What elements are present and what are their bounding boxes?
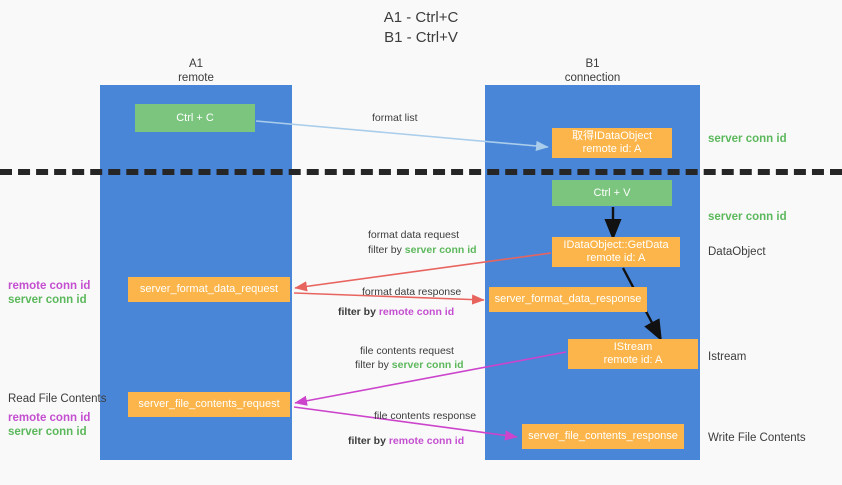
title-line-2: B1 - Ctrl+V	[384, 29, 458, 46]
edge-filter-format-data-request: filter by server conn id	[368, 243, 477, 257]
right-label-server-conn-id-2: server conn id	[708, 210, 787, 224]
right-label-istream: Istream	[708, 350, 746, 364]
node-idataobject-line2: remote id: A	[582, 143, 642, 155]
column-b1-sub: connection	[564, 72, 621, 84]
node-server-format-data-request[interactable]: server_format_data_request	[128, 277, 290, 302]
column-a1-sub: remote	[178, 72, 214, 84]
right-label-istream-text: Istream	[708, 351, 747, 363]
arrow-file-contents-request	[294, 351, 567, 406]
arrow-file-contents-response	[293, 406, 518, 441]
left-label-conn-ids-1: remote conn id server conn id	[8, 279, 90, 307]
left-label-remote-conn-id-1: remote conn id	[8, 280, 91, 292]
left-label-read-file-contents-text: Read File Contents	[8, 393, 107, 405]
node-getdata-line1: IDataObject::GetData	[563, 239, 669, 251]
edge-filter-format-data-response: filter by remote conn id	[338, 305, 454, 319]
edge-filter-value-4: remote conn id	[388, 435, 465, 447]
node-ctrl-c-label: Ctrl + C	[176, 111, 214, 124]
edge-label-format-data-request-text: format data request	[368, 229, 460, 241]
node-server-file-contents-response-label: server_file_contents_response	[528, 430, 678, 442]
node-server-file-contents-request-label: server_file_contents_request	[138, 398, 280, 410]
right-label-dataobject-text: DataObject	[708, 246, 766, 258]
edge-filter-file-contents-request: filter by server conn id	[355, 358, 464, 372]
diagram-title: A1 - Ctrl+C B1 - Ctrl+V	[0, 8, 842, 48]
left-label-server-conn-id-1: server conn id	[8, 294, 87, 306]
edge-label-file-contents-request: file contents request	[360, 344, 454, 358]
edge-filter-prefix-3: filter by	[355, 359, 392, 371]
edge-label-format-data-response-text: format data response	[362, 286, 462, 298]
phase-divider	[0, 169, 842, 175]
right-label-server-conn-id-2-text: server conn id	[708, 211, 787, 223]
edge-filter-value-1: server conn id	[404, 244, 477, 256]
edge-label-format-list: format list	[372, 111, 418, 125]
node-idataobject[interactable]: 取得IDataObject remote id: A	[552, 128, 672, 158]
left-label-conn-ids-2: remote conn id server conn id	[8, 411, 90, 439]
arrow-format-data-request	[294, 252, 552, 292]
left-label-read-file-contents: Read File Contents	[8, 392, 106, 406]
column-b1-name: B1	[585, 58, 600, 70]
node-ctrl-c[interactable]: Ctrl + C	[135, 104, 255, 132]
title-line-1: A1 - Ctrl+C	[383, 9, 459, 26]
edge-label-format-list-text: format list	[372, 112, 418, 124]
node-ctrl-v-label: Ctrl + V	[593, 186, 631, 199]
edge-filter-file-contents-response: filter by remote conn id	[348, 434, 464, 448]
column-a1-name: A1	[188, 58, 204, 70]
node-getdata-line2: remote id: A	[586, 252, 646, 264]
right-label-write-file-contents: Write File Contents	[708, 431, 806, 445]
node-idataobject-line1: 取得IDataObject	[571, 130, 653, 142]
node-server-format-data-request-label: server_format_data_request	[139, 283, 279, 295]
node-idataobject-getdata[interactable]: IDataObject::GetData remote id: A	[552, 237, 680, 267]
node-istream-line2: remote id: A	[603, 354, 663, 366]
node-istream-text: IStream remote id: A	[604, 341, 663, 367]
node-server-format-data-response[interactable]: server_format_data_response	[489, 287, 647, 312]
right-label-dataobject: DataObject	[708, 245, 766, 259]
edge-filter-value-3: server conn id	[391, 359, 464, 371]
column-header-b1: B1 connection	[485, 57, 700, 85]
edge-label-file-contents-response: file contents response	[374, 409, 476, 423]
edge-label-format-data-response: format data response	[362, 285, 461, 299]
left-label-server-conn-id-2: server conn id	[8, 426, 87, 438]
node-server-file-contents-request[interactable]: server_file_contents_request	[128, 392, 290, 417]
edge-filter-value-2: remote conn id	[378, 306, 455, 318]
edge-filter-prefix-1: filter by	[368, 244, 405, 256]
node-getdata-text: IDataObject::GetData remote id: A	[563, 239, 668, 265]
node-server-format-data-response-label: server_format_data_response	[494, 293, 642, 305]
right-label-server-conn-id-1-text: server conn id	[708, 133, 787, 145]
right-label-server-conn-id-1: server conn id	[708, 132, 787, 146]
node-ctrl-v[interactable]: Ctrl + V	[552, 180, 672, 206]
edge-label-file-contents-request-text: file contents request	[360, 345, 454, 357]
arrow-format-data-response	[293, 292, 485, 305]
right-label-write-file-contents-text: Write File Contents	[708, 432, 806, 444]
arrow-format-list	[255, 120, 549, 152]
column-header-a1: A1 remote	[100, 57, 292, 85]
edge-filter-prefix-4: filter by	[348, 435, 389, 447]
node-idataobject-text: 取得IDataObject remote id: A	[572, 130, 652, 156]
edge-label-format-data-request: format data request	[368, 228, 459, 242]
node-istream[interactable]: IStream remote id: A	[568, 339, 698, 369]
node-server-file-contents-response[interactable]: server_file_contents_response	[522, 424, 684, 449]
node-istream-line1: IStream	[613, 341, 653, 353]
left-label-remote-conn-id-2: remote conn id	[8, 412, 91, 424]
edge-label-file-contents-response-text: file contents response	[374, 410, 477, 422]
edge-filter-prefix-2: filter by	[338, 306, 379, 318]
